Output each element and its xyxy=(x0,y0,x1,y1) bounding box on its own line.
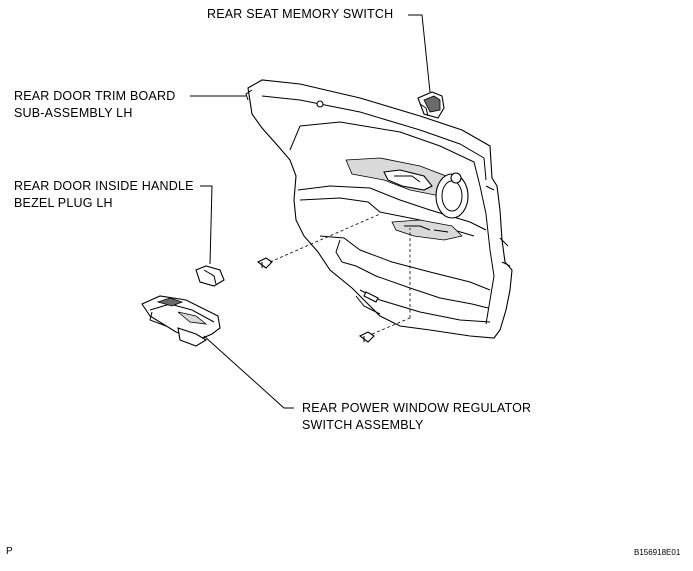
label-trim-board-line2: SUB-ASSEMBLY LH xyxy=(14,106,133,120)
page-mark-p: P xyxy=(6,546,13,557)
label-rear-seat-memory-switch: REAR SEAT MEMORY SWITCH xyxy=(207,7,394,21)
assembly-dashed-lines xyxy=(269,213,411,335)
label-handle-plug-line1: REAR DOOR INSIDE HANDLE xyxy=(14,179,194,193)
label-handle-plug-line2: BEZEL PLUG LH xyxy=(14,196,113,210)
screw-lower xyxy=(358,331,375,343)
handle-bezel-plug-drawing xyxy=(195,265,225,287)
rear-seat-memory-switch-drawing xyxy=(417,91,445,119)
screw-upper xyxy=(256,257,273,269)
leader-lines xyxy=(190,14,431,409)
figure-code: B156918E01 xyxy=(634,548,681,557)
label-trim-board-line1: REAR DOOR TRIM BOARD xyxy=(14,89,176,103)
power-window-switch-drawing xyxy=(141,295,221,347)
rear-door-trim-board-drawing xyxy=(245,79,513,339)
label-window-switch-line1: REAR POWER WINDOW REGULATOR xyxy=(302,401,532,415)
label-window-switch-line2: SWITCH ASSEMBLY xyxy=(302,418,424,432)
